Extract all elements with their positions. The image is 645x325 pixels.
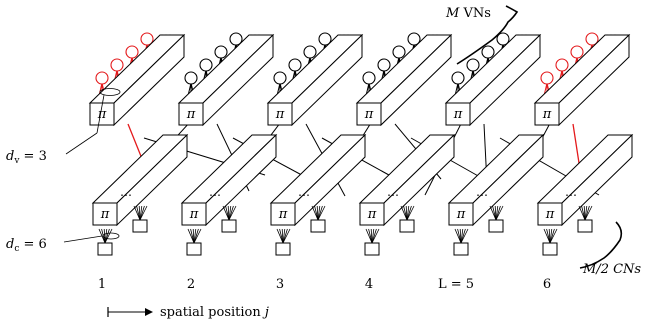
position-blocks: …ππ…1…ππ…2…ππ…3…ππ…4…ππ…L = 5…ππ…6 bbox=[88, 25, 634, 292]
position-module-5: …ππ…L = 5 bbox=[438, 25, 545, 292]
top-pi-label: π bbox=[364, 107, 374, 122]
variable-node bbox=[392, 45, 406, 75]
check-node bbox=[577, 205, 593, 233]
check-node bbox=[132, 205, 148, 233]
svg-text:spatial position j: spatial position j bbox=[160, 305, 269, 320]
ellipsis: … bbox=[120, 185, 132, 199]
position-module-2: …ππ…2 bbox=[177, 25, 278, 292]
position-index-label: 1 bbox=[98, 277, 106, 292]
dv-label: dv = 3 bbox=[6, 88, 121, 166]
bottom-permutation-box bbox=[536, 133, 634, 227]
check-node bbox=[399, 205, 415, 233]
bottom-pi-label: π bbox=[367, 207, 377, 222]
top-pi-label: π bbox=[186, 107, 196, 122]
position-module-1: …ππ…1 bbox=[88, 25, 189, 292]
top-permutation-box bbox=[177, 33, 275, 127]
position-module-3: …ππ…3 bbox=[266, 25, 367, 292]
top-permutation-box bbox=[88, 33, 186, 127]
check-node bbox=[453, 228, 469, 256]
top-pi-label: π bbox=[453, 107, 463, 122]
cn-count-label: M/2 CNs bbox=[579, 221, 641, 277]
vn-count-label: M VNs bbox=[445, 5, 519, 65]
svg-text:dc = 6: dc = 6 bbox=[6, 237, 47, 254]
bottom-pi-label: π bbox=[456, 207, 466, 222]
bottom-permutation-box bbox=[91, 133, 189, 227]
top-permutation-box bbox=[533, 33, 631, 127]
top-permutation-box bbox=[444, 33, 542, 127]
position-index-label: 6 bbox=[543, 277, 551, 292]
bottom-permutation-box bbox=[180, 133, 278, 227]
check-node bbox=[310, 205, 326, 233]
ellipsis: … bbox=[209, 185, 221, 199]
check-node bbox=[488, 205, 504, 233]
position-index-label: 4 bbox=[365, 277, 373, 292]
check-node bbox=[221, 205, 237, 233]
top-pi-label: π bbox=[275, 107, 285, 122]
check-node bbox=[275, 228, 291, 256]
ellipsis: … bbox=[476, 185, 488, 199]
ellipsis: … bbox=[298, 185, 310, 199]
bottom-pi-label: π bbox=[189, 207, 199, 222]
bottom-pi-label: π bbox=[100, 207, 110, 222]
top-pi-label: π bbox=[97, 107, 107, 122]
bottom-pi-label: π bbox=[545, 207, 555, 222]
position-index-label: 3 bbox=[276, 277, 284, 292]
svg-text:dv = 3: dv = 3 bbox=[6, 149, 47, 166]
dc-label: dc = 6 bbox=[6, 232, 120, 254]
position-index-label: 2 bbox=[187, 277, 195, 292]
ellipsis: … bbox=[565, 185, 577, 199]
position-index-label: L = 5 bbox=[438, 277, 474, 292]
svg-text:M VNs: M VNs bbox=[445, 6, 491, 21]
top-permutation-box bbox=[266, 33, 364, 127]
top-permutation-box bbox=[355, 33, 453, 127]
check-node bbox=[97, 228, 113, 256]
position-module-6: …ππ…6 bbox=[533, 25, 634, 292]
check-node bbox=[364, 228, 380, 256]
position-module-4: …ππ…4 bbox=[355, 25, 456, 292]
bottom-permutation-box bbox=[269, 133, 367, 227]
bottom-permutation-box bbox=[358, 133, 456, 227]
check-node bbox=[542, 228, 558, 256]
ellipsis: … bbox=[387, 185, 399, 199]
top-pi-label: π bbox=[542, 107, 552, 122]
spatial-position-arrow: spatial position j bbox=[107, 305, 269, 320]
svg-text:M/2 CNs: M/2 CNs bbox=[582, 262, 641, 277]
bottom-permutation-box bbox=[447, 133, 545, 227]
check-node bbox=[186, 228, 202, 256]
bottom-pi-label: π bbox=[278, 207, 288, 222]
